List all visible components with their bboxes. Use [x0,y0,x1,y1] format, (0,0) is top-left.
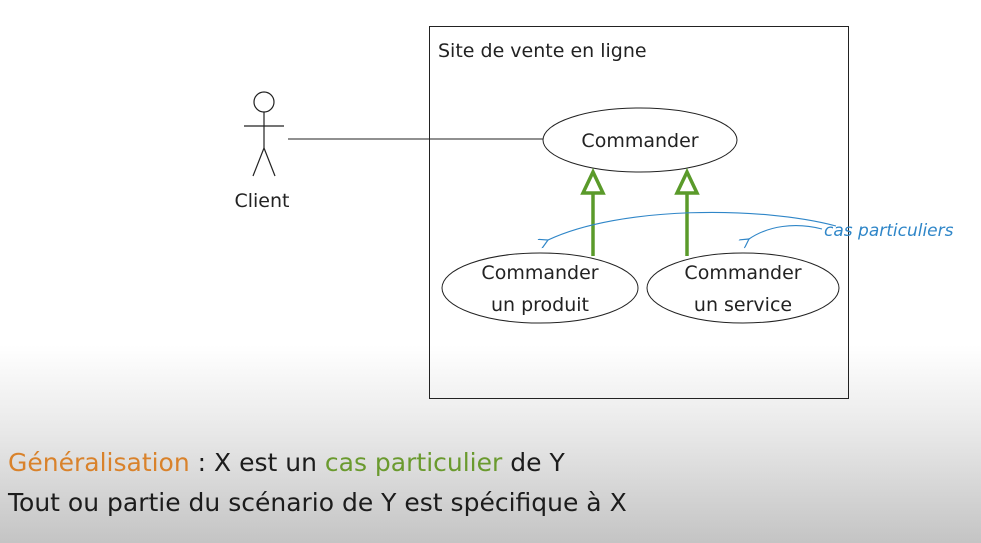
use-case-commander-produit [441,252,639,324]
note-arrow-short [749,225,823,239]
use-case-commander-label: Commander [581,130,698,152]
use-case-produit-line2: un produit [491,294,589,316]
actor-name: Client [234,190,289,212]
generalization-arrow-1 [580,167,606,256]
caption-line-1: Généralisation : X est un cas particulie… [8,448,565,477]
system-boundary [429,26,849,399]
caption-term: Généralisation [8,448,190,477]
use-case-service-line2: un service [694,294,792,316]
use-case-diagram: Site de vente en ligne Client Commander … [234,26,954,399]
use-case-produit-line1: Commander [481,262,598,284]
note-label: cas particuliers [824,221,954,241]
generalization-arrow-2 [674,167,700,256]
caption-highlight: cas particulier [324,448,503,477]
use-case-commander [542,107,738,173]
caption-line-2: Tout ou partie du scénario de Y est spéc… [8,488,627,517]
note-arrow-long [548,211,837,240]
caption-text-1: : X est un [189,448,325,477]
system-title: Site de vente en ligne [438,40,647,62]
use-case-commander-service [646,252,840,324]
actor-client-icon [244,91,284,177]
caption-text-2: de Y [502,448,565,477]
use-case-service-line1: Commander [684,262,801,284]
